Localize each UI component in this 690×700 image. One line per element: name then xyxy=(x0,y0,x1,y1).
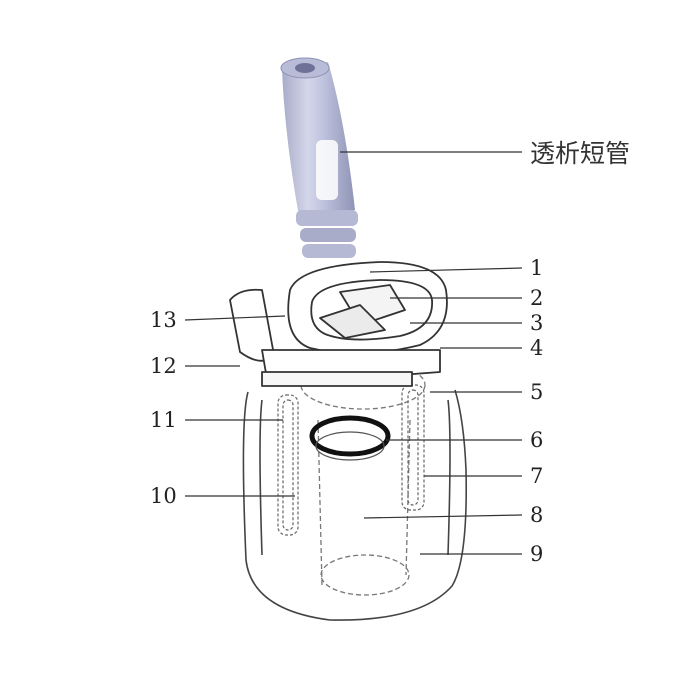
part-label-7: 7 xyxy=(530,464,544,488)
part-label-4: 4 xyxy=(530,336,544,360)
dialysis-tube xyxy=(280,57,358,258)
spring-pins xyxy=(277,384,425,536)
part-label-12: 12 xyxy=(150,354,177,378)
part-label-1: 1 xyxy=(530,256,544,280)
clamp-frame xyxy=(229,261,448,387)
part-label-10: 10 xyxy=(150,484,177,508)
part-label-8: 8 xyxy=(530,503,544,527)
part-label-13: 13 xyxy=(150,308,177,332)
leader-lines xyxy=(184,151,523,555)
part-label-2: 2 xyxy=(530,286,544,310)
part-label-3: 3 xyxy=(530,311,544,335)
tube-label: 透析短管 xyxy=(530,139,631,168)
part-label-6: 6 xyxy=(530,428,544,452)
seal-ring xyxy=(309,415,391,461)
inner-cylinder xyxy=(300,360,426,596)
part-label-9: 9 xyxy=(530,542,544,566)
part-label-5: 5 xyxy=(530,380,544,404)
housing-outline xyxy=(242,389,468,621)
part-label-11: 11 xyxy=(150,408,177,432)
